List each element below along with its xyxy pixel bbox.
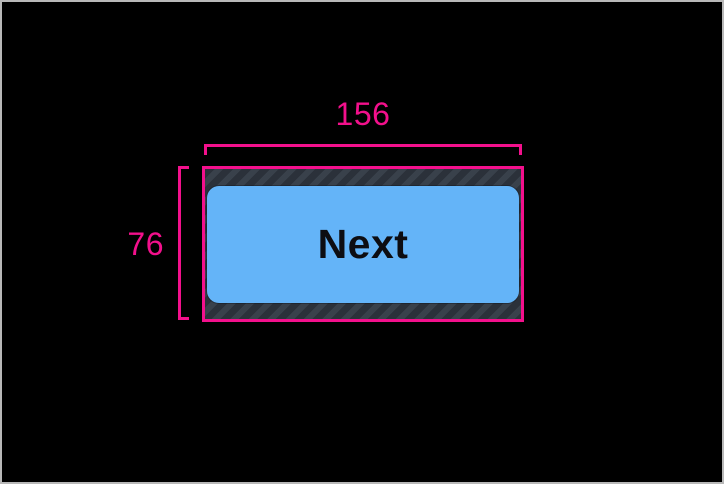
- height-measurement-bracket: [178, 166, 189, 320]
- width-measurement-bracket: [204, 144, 522, 155]
- selection-highlight-box: Next: [202, 166, 524, 322]
- next-button-label: Next: [317, 221, 409, 267]
- height-dimension-label: 76: [127, 226, 164, 262]
- next-button[interactable]: Next: [207, 186, 519, 303]
- width-dimension-label: 156: [335, 96, 391, 132]
